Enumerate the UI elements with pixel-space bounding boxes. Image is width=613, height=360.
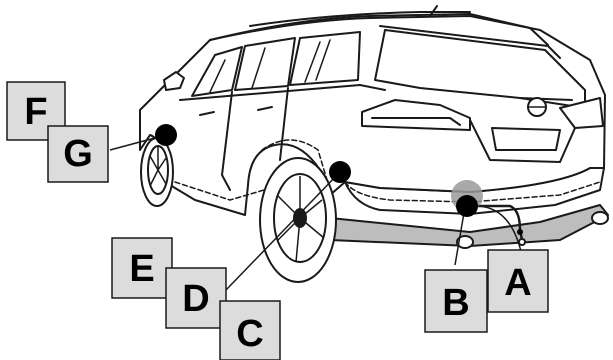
window-glare — [209, 39, 331, 93]
label-box-g: G — [47, 125, 109, 183]
label-e: E — [129, 248, 154, 290]
door-handle-rear — [257, 106, 273, 111]
side-window-rear — [289, 31, 361, 86]
front-wheel — [140, 137, 174, 207]
exhaust-pipe-right — [591, 211, 609, 225]
marker-b — [456, 195, 478, 217]
label-d: D — [182, 278, 209, 320]
marker-edc — [329, 161, 351, 183]
tailgate-panel — [469, 119, 576, 163]
rear-wiper — [519, 97, 573, 101]
tail-light-right — [559, 97, 604, 129]
label-f: F — [24, 91, 47, 133]
marker-a — [517, 229, 523, 235]
wheel-arch-dashed — [261, 139, 331, 191]
belt-line — [179, 84, 386, 101]
roof-rail — [249, 11, 471, 27]
label-box-f: F — [6, 81, 66, 141]
label-box-d: D — [165, 267, 227, 329]
side-window-front — [191, 46, 243, 97]
marker-fg — [155, 124, 177, 146]
label-b: B — [442, 282, 469, 324]
leader-line-b — [454, 206, 466, 266]
side-mirror — [163, 71, 185, 91]
leader-line-a — [477, 205, 523, 257]
license-plate-recess — [491, 127, 561, 151]
label-c: C — [236, 313, 263, 355]
label-box-a: A — [487, 249, 549, 313]
leader-line-edc — [225, 171, 341, 291]
label-a: A — [504, 262, 531, 304]
label-g: G — [63, 133, 93, 175]
rear-spoiler — [379, 25, 561, 59]
tail-light-left — [361, 99, 471, 131]
door-line-rear — [279, 87, 289, 161]
tail-light-left-inner — [371, 117, 461, 126]
car-illustration — [139, 5, 609, 249]
roof-antenna — [429, 5, 438, 17]
door-line-front — [221, 91, 233, 191]
towbar-ball — [518, 238, 526, 246]
rear-wheel — [259, 157, 337, 283]
side-window-middle — [234, 37, 296, 91]
exhaust-pipe-left — [456, 235, 474, 249]
door-handle-front — [199, 111, 215, 116]
label-box-c: C — [219, 300, 281, 360]
label-box-b: B — [424, 269, 488, 333]
roof-line — [209, 13, 549, 46]
label-box-e: E — [111, 237, 173, 299]
rear-window — [374, 29, 586, 109]
